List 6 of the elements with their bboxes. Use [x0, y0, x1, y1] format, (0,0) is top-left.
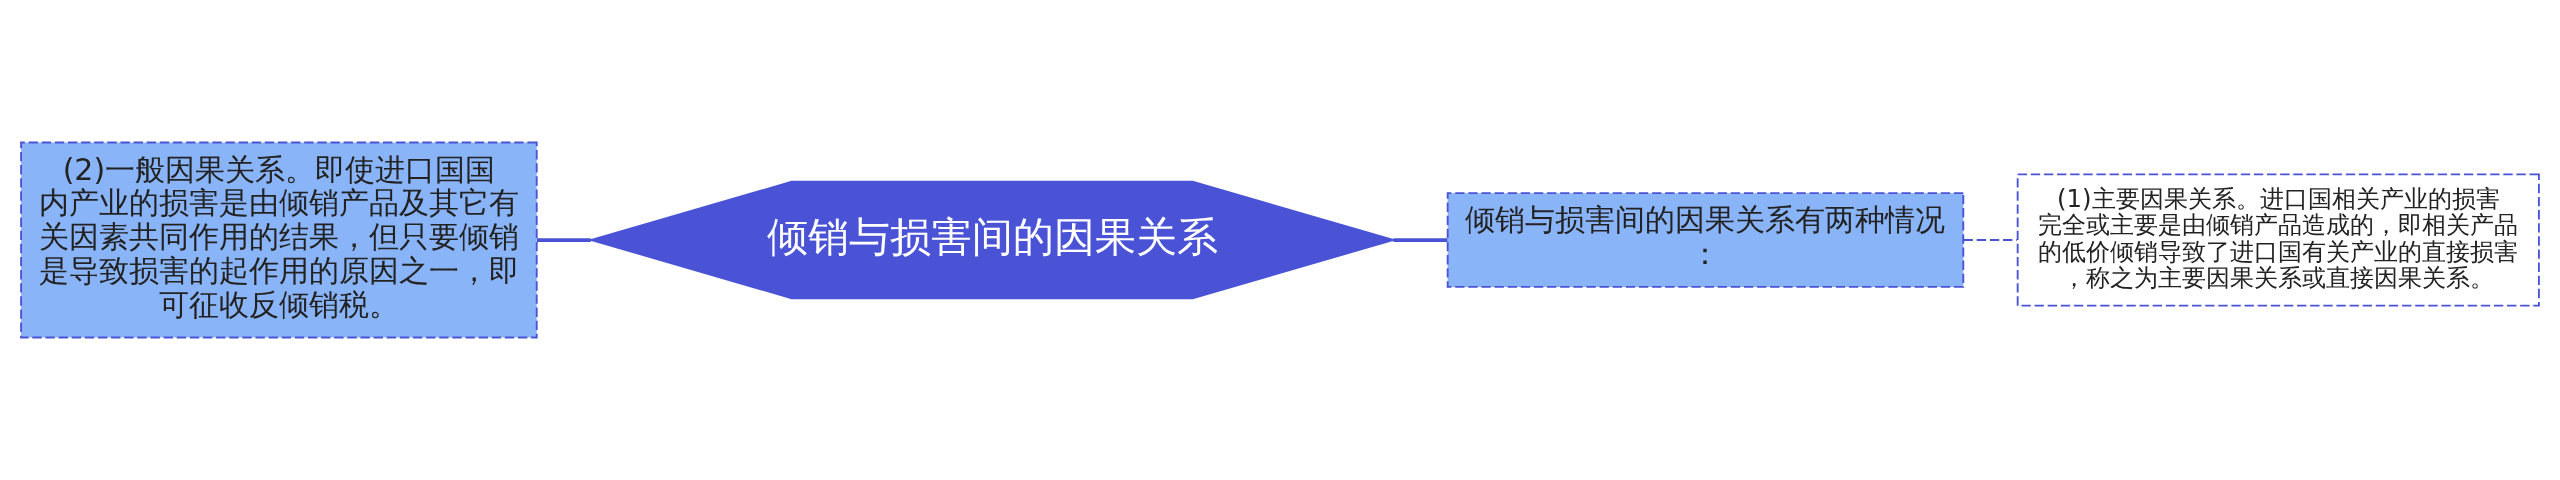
- node-box: (1)主要因果关系。进口国相关产业的损害完全或主要是由倾销产品造成的，即相关产品的低价倾销导致了进口国有关产业的直接损害，称之为主要因果关系或直接因果关系。: [2016, 173, 2540, 307]
- connector: [1393, 238, 1448, 242]
- connector: [1962, 239, 2018, 241]
- node-box: 倾销与损害间的因果关系有两种情况：: [1446, 192, 1965, 288]
- connector: [536, 238, 591, 242]
- node-box: (2)一般因果关系。即使进口国国内产业的损害是由倾销产品及其它有关因素共同作用的结果，但只要倾销是导致损害的起作用的原因之一，即可征收反倾销税。: [20, 141, 538, 339]
